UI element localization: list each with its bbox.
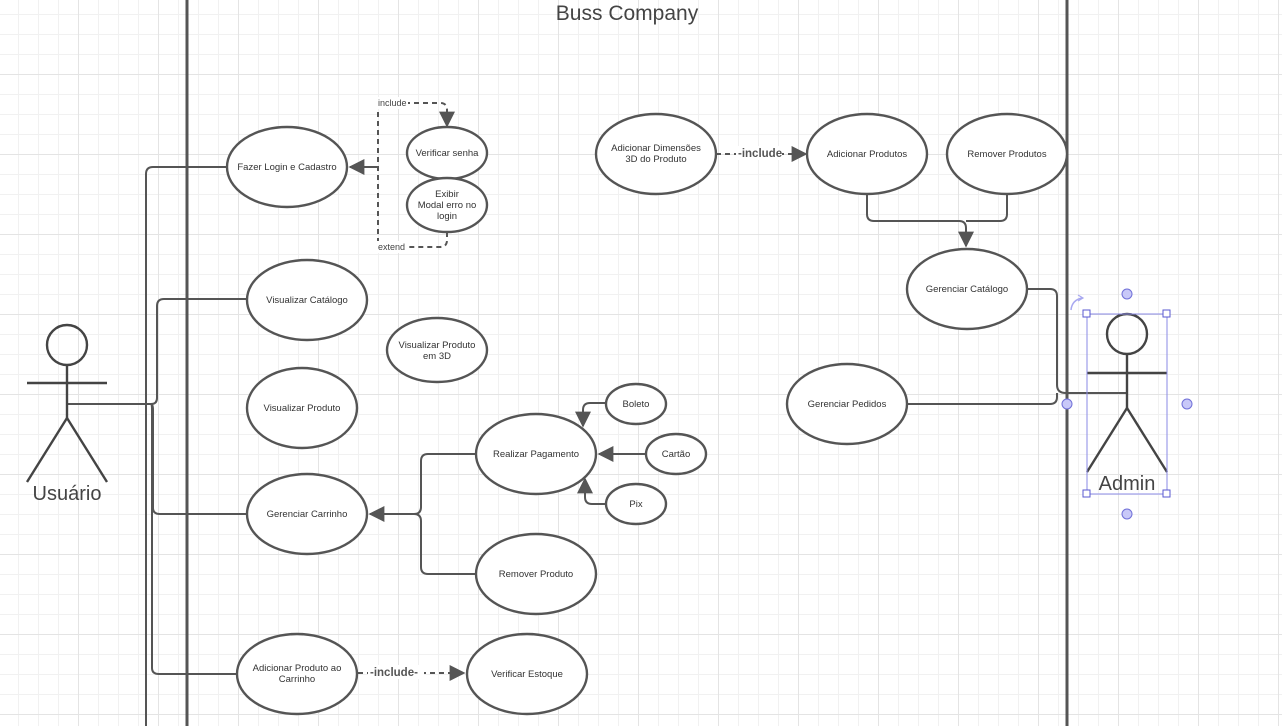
use-case-label-line: Verificar Estoque	[491, 669, 563, 680]
use-case-remove-products[interactable]: Remover Produtos	[945, 112, 1069, 196]
use-case-label-line: Remover Produto	[499, 569, 573, 580]
use-case-boleto[interactable]: Boleto	[604, 382, 668, 426]
use-case-label: Pix	[629, 499, 642, 510]
include-label-login: include	[378, 98, 407, 108]
resize-handle-ne[interactable]	[1162, 309, 1171, 318]
use-case-label: Adicionar Produtos	[827, 149, 908, 160]
actor-user-label: Usuário	[33, 483, 102, 505]
connect-handle-right[interactable]	[1181, 398, 1193, 410]
admin-associations	[907, 288, 1126, 405]
use-case-label-line: Visualizar Produto	[399, 340, 476, 351]
use-case-manage-orders[interactable]: Gerenciar Pedidos	[785, 362, 909, 446]
use-case-label: Remover Produtos	[967, 149, 1046, 160]
use-case-label: Verificar Estoque	[491, 669, 563, 680]
use-case-pix[interactable]: Pix	[604, 482, 668, 526]
use-case-label: Boleto	[623, 399, 650, 410]
user-associations	[66, 166, 247, 726]
use-case-add-products[interactable]: Adicionar Produtos	[805, 112, 929, 196]
use-case-cartao[interactable]: Cartão	[644, 432, 708, 476]
actor-admin-label: Admin	[1099, 473, 1156, 495]
selection-box[interactable]	[1061, 288, 1193, 520]
system-title: Buss Company	[556, 2, 699, 25]
use-case-label-line: login	[437, 211, 457, 222]
use-case-label-line: Carrinho	[279, 674, 315, 685]
use-case-label-line: Exibir	[435, 189, 459, 200]
include-label-admin: -include	[738, 148, 782, 160]
resize-handle-se[interactable]	[1162, 489, 1171, 498]
use-case-label-line: Verificar senha	[416, 148, 480, 159]
actor-admin[interactable]: Admin	[1085, 312, 1169, 495]
use-case-label: Verificar senha	[416, 148, 480, 159]
use-case-label-line: Adicionar Produtos	[827, 149, 908, 160]
use-case-label-line: Boleto	[623, 399, 650, 410]
use-case-label-line: Modal erro no	[418, 200, 477, 211]
use-case-label: Fazer Login e Cadastro	[237, 162, 336, 173]
use-case-label: Gerenciar Carrinho	[267, 509, 348, 520]
use-case-label-line: em 3D	[423, 351, 451, 362]
connect-handle-bottom[interactable]	[1121, 508, 1133, 520]
use-case-view-catalog[interactable]: Visualizar Catálogo	[245, 258, 369, 342]
use-case-label-line: Pix	[629, 499, 642, 510]
resize-handle-sw[interactable]	[1082, 489, 1091, 498]
actor-user[interactable]: Usuário	[25, 323, 109, 505]
connect-handle-top[interactable]	[1121, 288, 1133, 300]
use-case-label: Remover Produto	[499, 569, 573, 580]
rotate-icon[interactable]	[1070, 297, 1083, 311]
connect-handle-left[interactable]	[1061, 398, 1073, 410]
use-case-label-line: Fazer Login e Cadastro	[237, 162, 336, 173]
use-case-manage-cart[interactable]: Gerenciar Carrinho	[245, 472, 369, 556]
use-case-label-line: Gerenciar Carrinho	[267, 509, 348, 520]
use-case-label-line: Realizar Pagamento	[493, 449, 579, 460]
use-case-label: Gerenciar Pedidos	[808, 399, 887, 410]
login-relations	[348, 102, 455, 248]
include-label-stock: -include-	[370, 667, 418, 679]
use-case-manage-catalog[interactable]: Gerenciar Catálogo	[905, 247, 1029, 331]
use-case-view-product[interactable]: Visualizar Produto	[245, 366, 359, 450]
use-case-label: Realizar Pagamento	[493, 449, 579, 460]
use-case-label-line: Adicionar Produto ao	[253, 663, 342, 674]
use-case-label-line: 3D do Produto	[625, 154, 686, 165]
use-case-label-line: Gerenciar Pedidos	[808, 399, 887, 410]
use-case-label-line: Visualizar Catálogo	[266, 295, 348, 306]
extend-label-login: extend	[378, 242, 405, 252]
use-case-label: Visualizar Catálogo	[266, 295, 348, 306]
use-case-check-stock[interactable]: Verificar Estoque	[465, 632, 589, 716]
resize-handle-nw[interactable]	[1082, 309, 1091, 318]
use-case-label: Cartão	[662, 449, 691, 460]
use-case-label-line: Adicionar Dimensões	[611, 143, 701, 154]
use-case-login[interactable]: Fazer Login e Cadastro	[225, 125, 349, 209]
use-case-label: Gerenciar Catálogo	[926, 284, 1008, 295]
use-case-label-line: Visualizar Produto	[264, 403, 341, 414]
use-case-label-line: Cartão	[662, 449, 691, 460]
use-case-label: Visualizar Produto	[264, 403, 341, 414]
use-case-label-line: Remover Produtos	[967, 149, 1046, 160]
use-case-label-line: Gerenciar Catálogo	[926, 284, 1008, 295]
payment-relations	[368, 402, 646, 575]
use-case-remove-product-cart[interactable]: Remover Produto	[474, 532, 598, 616]
use-case-verify-password[interactable]: Verificar senha	[405, 125, 489, 181]
use-case-payment[interactable]: Realizar Pagamento	[474, 412, 598, 496]
